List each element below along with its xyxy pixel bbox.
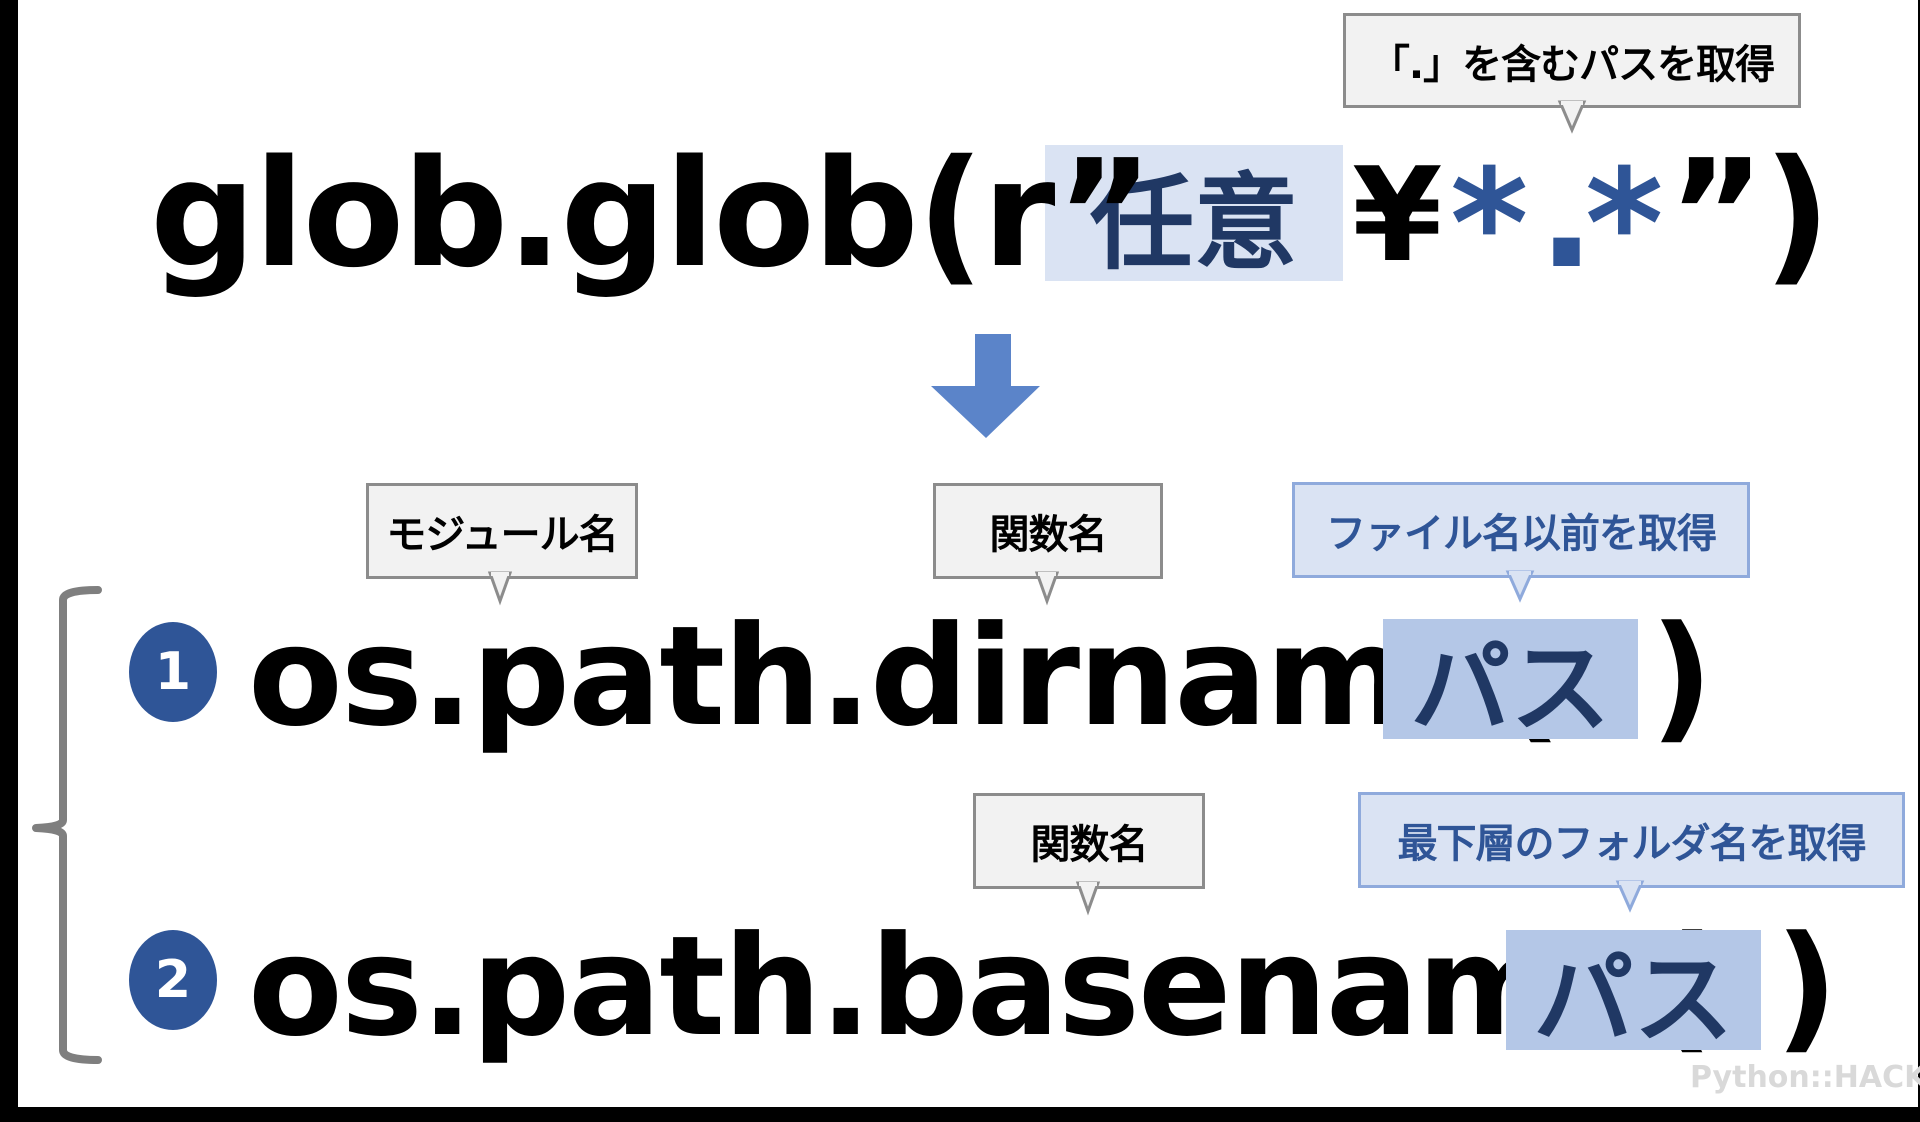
callout-pointer-icon bbox=[1505, 570, 1535, 603]
callout-dirname-description: ファイル名以前を取得 bbox=[1292, 482, 1750, 578]
glob-yen: ¥ bbox=[1352, 139, 1442, 291]
callout-module-name-label: モジュール名 bbox=[386, 512, 618, 558]
down-arrow-icon bbox=[931, 334, 1040, 438]
callout-function-name-1: 関数名 bbox=[933, 483, 1163, 579]
callout-pointer-icon bbox=[1615, 880, 1645, 913]
basename-argument-box: パス bbox=[1506, 930, 1761, 1058]
glob-suffix: ”) bbox=[1668, 128, 1831, 300]
dirname-close-paren: ) bbox=[1650, 596, 1713, 757]
placeholder-arbitrary-box: 任意 bbox=[1045, 145, 1343, 284]
frame-left-border bbox=[0, 0, 18, 1122]
basename-function: os.path.basename( bbox=[248, 906, 1713, 1067]
callout-function-name-2-label: 関数名 bbox=[1030, 822, 1149, 868]
placeholder-arbitrary-label: 任意 bbox=[1089, 161, 1298, 284]
callout-basename-description: 最下層のフォルダ名を取得 bbox=[1358, 792, 1905, 888]
number-badge-2-label: 2 bbox=[154, 950, 192, 1010]
callout-pointer-icon bbox=[1075, 881, 1101, 916]
callout-dirname-description-label: ファイル名以前を取得 bbox=[1326, 511, 1717, 557]
basename-close-paren: ) bbox=[1775, 906, 1838, 1067]
callout-module-name: モジュール名 bbox=[366, 483, 638, 579]
number-badge-1: 1 bbox=[129, 622, 217, 722]
callout-pointer-icon bbox=[1557, 100, 1587, 134]
callout-dot-path-label: 「.」を含むパスを取得 bbox=[1369, 41, 1775, 88]
callout-pointer-icon bbox=[1034, 571, 1060, 606]
dirname-argument-label: パス bbox=[1410, 629, 1611, 747]
number-badge-1-label: 1 bbox=[154, 642, 192, 702]
glob-prefix: glob.glob(r” bbox=[150, 128, 1153, 300]
curly-bracket-icon bbox=[32, 586, 102, 1064]
callout-dot-path: 「.」を含むパスを取得 bbox=[1343, 13, 1801, 108]
watermark: Python::HACK bbox=[1690, 1060, 1920, 1095]
basename-argument-label: パス bbox=[1533, 940, 1734, 1058]
frame-bottom-border bbox=[0, 1107, 1920, 1122]
dirname-argument-box: パス bbox=[1383, 619, 1638, 747]
callout-function-name-2: 関数名 bbox=[973, 793, 1205, 889]
glob-star-2: * bbox=[1585, 138, 1664, 312]
number-badge-2: 2 bbox=[129, 930, 217, 1030]
callout-basename-description-label: 最下層のフォルダ名を取得 bbox=[1397, 821, 1867, 867]
callout-pointer-icon bbox=[487, 571, 513, 606]
callout-function-name-1-label: 関数名 bbox=[989, 512, 1108, 558]
glob-dot: . bbox=[1538, 128, 1595, 302]
frame-right-border bbox=[1918, 0, 1920, 1122]
glob-star-1: * bbox=[1450, 138, 1529, 312]
dirname-function: os.path.dirname( bbox=[248, 596, 1562, 757]
